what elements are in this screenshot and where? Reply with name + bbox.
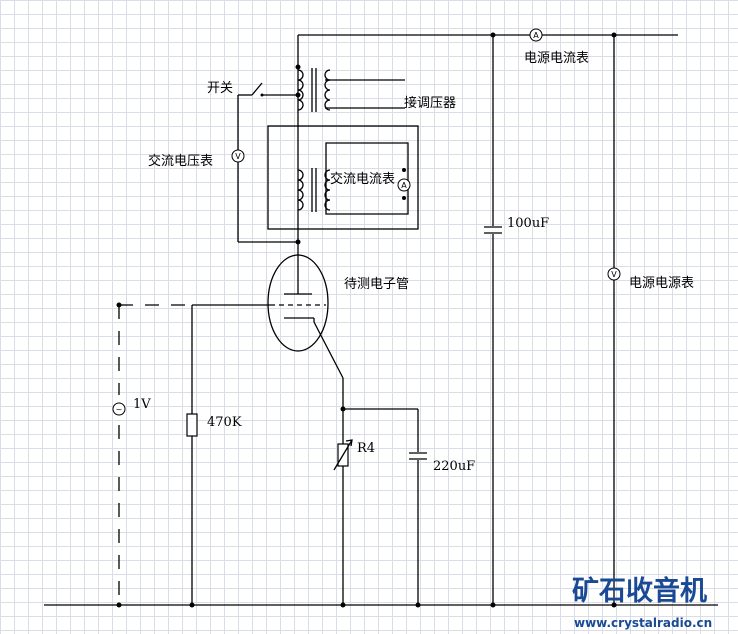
cap-220uf [409,452,427,460]
supply-ammeter: A [529,28,543,42]
signal-source-label: 1V [133,397,151,412]
ac-ammeter-label: 交流电流表 [330,171,395,187]
wires [44,34,718,606]
ac-voltmeter-label: 交流电压表 [148,153,213,169]
top-transformer [297,68,331,112]
tube-label: 待测电子管 [344,277,409,292]
cap-100uf [484,226,502,234]
svg-text:V: V [235,152,241,161]
switch-label: 开关 [207,81,233,96]
ac-ammeter-loop [325,142,409,215]
supply-ammeter-label: 电源电流表 [524,51,589,66]
rheostat-r4 [333,439,353,471]
cathode-lead [313,321,344,379]
ac-ammeter: A [397,178,411,192]
supply-voltmeter-label: 电源电源表 [629,276,694,291]
svg-text:A: A [401,181,407,190]
svg-text:~: ~ [116,405,123,414]
supply-voltmeter: V [607,267,621,281]
resistor-470k-label: 470K [207,415,242,430]
cap-220uf-label: 220uF [433,459,475,474]
switch [251,82,264,97]
rheostat-label: R4 [357,441,375,456]
svg-text:A: A [533,31,539,40]
heater-transformer [297,168,331,212]
svg-text:V: V [611,270,617,279]
transformer-label: 接调压器 [404,95,456,111]
junction-dots [116,32,617,608]
signal-source: ~ [112,402,126,416]
resistor-470k [186,413,198,437]
cap-100uf-label: 100uF [507,216,549,231]
ac-voltmeter: V [231,149,245,163]
heater-box [267,125,419,230]
watermark-title: 矿石收音机 [572,575,707,607]
watermark: 矿石收音机 www.crystalradio.cn [572,575,712,630]
watermark-url: www.crystalradio.cn [574,616,712,630]
vacuum-tube [267,254,329,352]
